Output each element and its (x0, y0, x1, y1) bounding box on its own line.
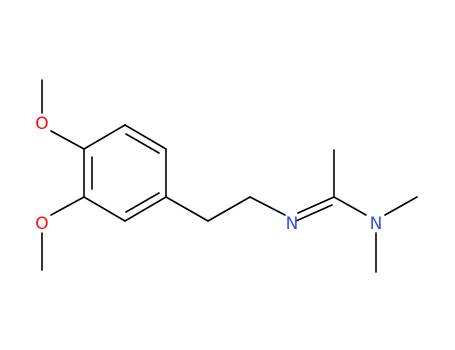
bond-ring-c-d (124, 196, 167, 222)
bond-ch2-n-imine (249, 196, 286, 216)
bond-ring-ch2 (165, 196, 209, 222)
bonds (41, 79, 418, 273)
atom-labels: O O N N (35, 114, 382, 234)
bond-ring-inner-ab (125, 133, 160, 154)
bond-c-n-amine (333, 196, 367, 216)
atom-o-top: O (35, 114, 48, 134)
bond-ring-o-bottom (50, 196, 85, 216)
bond-n-imine-c-1 (297, 196, 335, 214)
bond-ring-f-a (83, 124, 126, 150)
bond-n-imine-c-2 (295, 204, 333, 222)
atom-o-bottom: O (35, 214, 48, 234)
bond-ring-a-b (124, 124, 167, 150)
atom-n-imine: N (286, 214, 299, 234)
bond-ring-d-e (83, 196, 126, 222)
bond-n-amine-methyl-1 (384, 196, 418, 216)
bond-ring-o-top (50, 130, 85, 150)
bond-ch2-ch2 (207, 196, 251, 222)
atom-n-amine: N (370, 214, 383, 234)
bond-ring-inner-cd (125, 192, 160, 213)
